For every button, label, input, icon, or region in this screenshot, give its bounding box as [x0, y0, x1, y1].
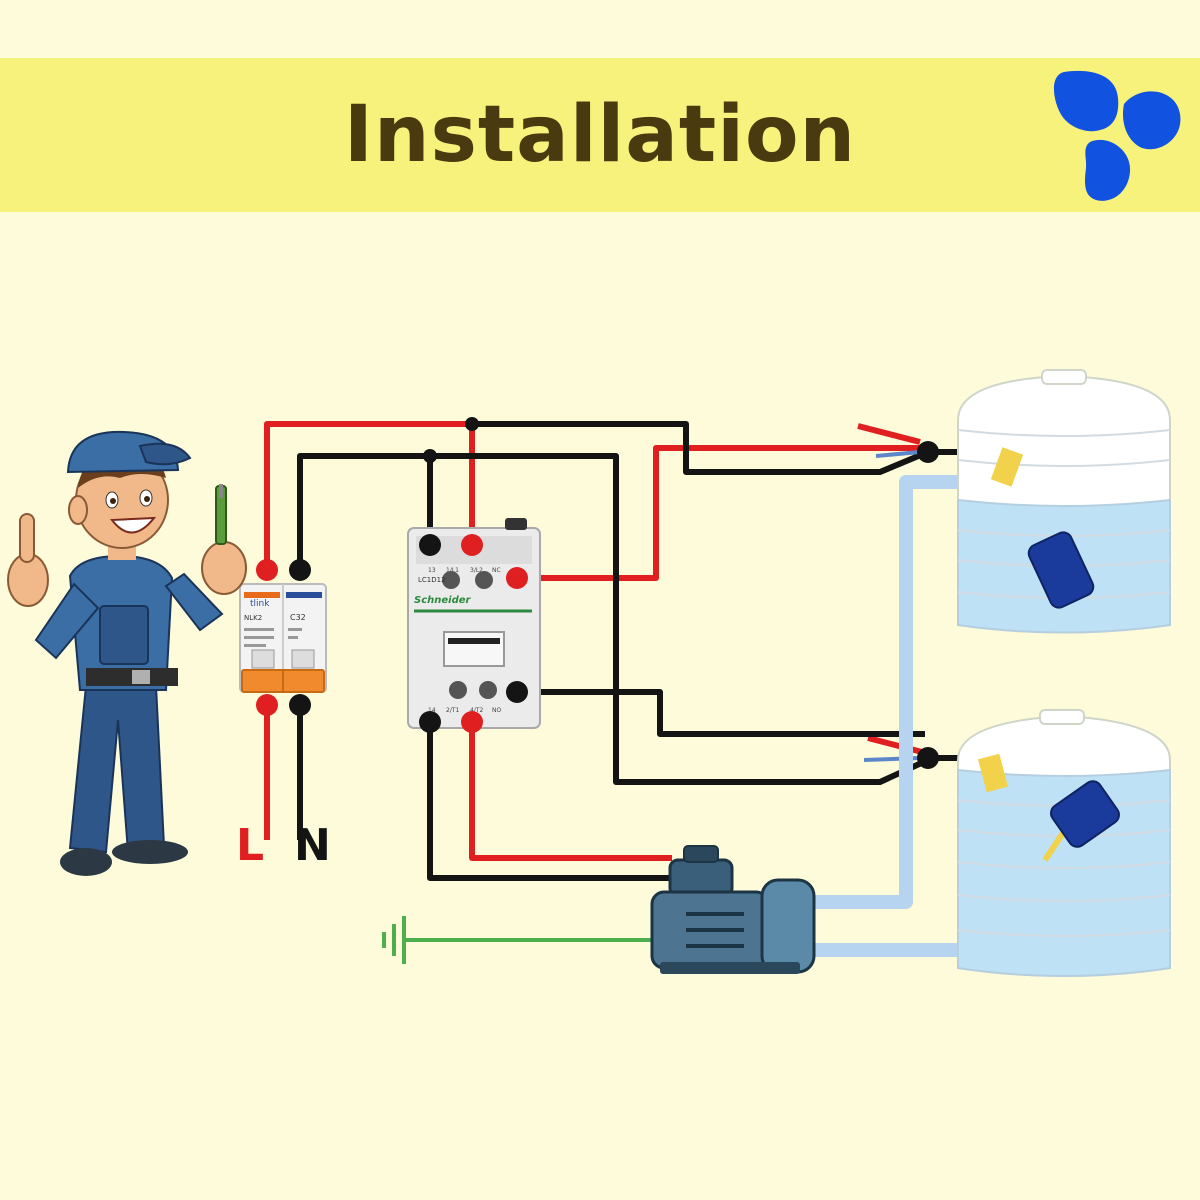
contactor-terminal-top-4: NC	[492, 567, 501, 574]
water-pipes	[800, 475, 980, 957]
brand-logo-icon	[1053, 70, 1181, 201]
circuit-breaker: tlink NLK2 C32	[239, 583, 327, 693]
contactor-terminal-top-1: 13	[428, 567, 436, 574]
technician-illustration	[7, 430, 247, 876]
ground-symbol	[382, 916, 652, 964]
neutral-terminal-label: N	[294, 820, 331, 871]
contactor-terminal-bottom-3: 4/T2	[470, 707, 484, 714]
contactor-terminal-top-2: 1/L1	[446, 567, 459, 574]
header-banner: Installation	[0, 58, 1200, 212]
contactor-terminal-bottom-4: NO	[492, 707, 501, 714]
line-terminal-label: L	[236, 820, 264, 871]
breaker-model-label: NLK2	[244, 614, 262, 622]
junction-dots	[423, 417, 939, 769]
contactor-terminal-bottom-2: 2/T1	[446, 707, 460, 714]
breaker-terminals	[256, 559, 311, 716]
contactor-brand-label: Schneider	[414, 595, 472, 606]
contactor-terminal-bottom-1: 14	[428, 707, 436, 714]
page-title: Installation	[343, 90, 857, 180]
contactor-terminal-top-3: 3/L2	[470, 567, 483, 574]
water-pump	[650, 845, 816, 974]
breaker-brand-label: tlink	[250, 599, 270, 609]
contactor-model-label: LC1D12	[418, 576, 446, 584]
breaker-rating-label: C32	[290, 613, 306, 622]
red-wires	[264, 421, 925, 861]
water-tank-lower	[957, 709, 1171, 977]
contactor-terminals	[419, 534, 528, 733]
water-tank-upper	[957, 369, 1171, 634]
